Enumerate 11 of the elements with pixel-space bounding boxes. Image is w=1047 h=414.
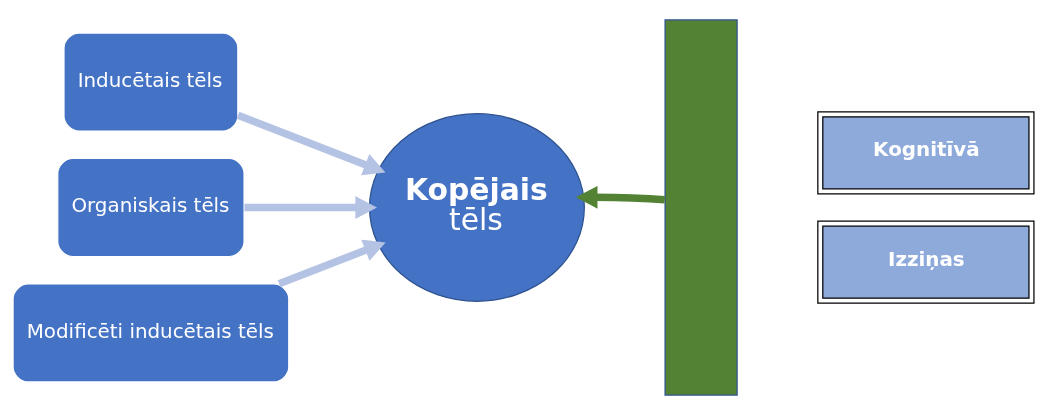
arrow bbox=[244, 195, 377, 219]
arrow bbox=[277, 239, 386, 287]
node-bar bbox=[664, 18, 738, 396]
node-box: Izziņas bbox=[817, 220, 1035, 304]
arrow bbox=[575, 185, 666, 209]
node-ellipse: Kopējais tēls bbox=[368, 112, 585, 302]
node-box: Modificēti inducētais tēls bbox=[12, 282, 290, 383]
node-box: Organiskais tēls bbox=[57, 157, 245, 257]
node-box: Kognitīvā bbox=[817, 110, 1035, 194]
arrow bbox=[236, 111, 386, 175]
node-box: Inducētais tēls bbox=[63, 31, 239, 132]
